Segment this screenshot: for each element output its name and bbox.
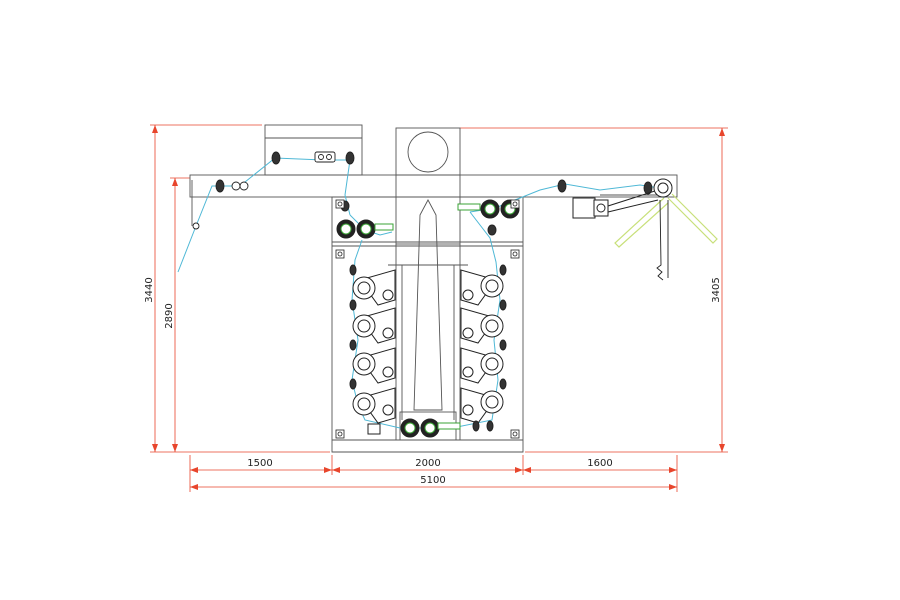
motor-unit <box>572 178 673 219</box>
guide-arms <box>614 193 718 248</box>
dim-inner-height-left: 2890 <box>164 303 175 328</box>
upper-roller-right <box>457 199 520 236</box>
upper-roller-left <box>336 200 394 239</box>
dim-width-right: 1600 <box>587 458 612 469</box>
bottom-roller-pair <box>367 418 494 438</box>
left-roller-column <box>349 264 396 424</box>
take-up-arm <box>656 199 669 281</box>
right-roller-column <box>460 264 507 424</box>
dim-total-height-left: 3440 <box>144 277 155 302</box>
dim-total-width: 5100 <box>420 475 445 486</box>
dim-width-left: 1500 <box>247 458 272 469</box>
top-guides <box>192 151 653 230</box>
dim-width-center: 2000 <box>415 458 440 469</box>
dim-total-height-right: 3405 <box>711 277 722 302</box>
dimension-lines <box>150 124 728 492</box>
corner-bolts <box>335 199 520 439</box>
machine-frame <box>189 124 678 453</box>
